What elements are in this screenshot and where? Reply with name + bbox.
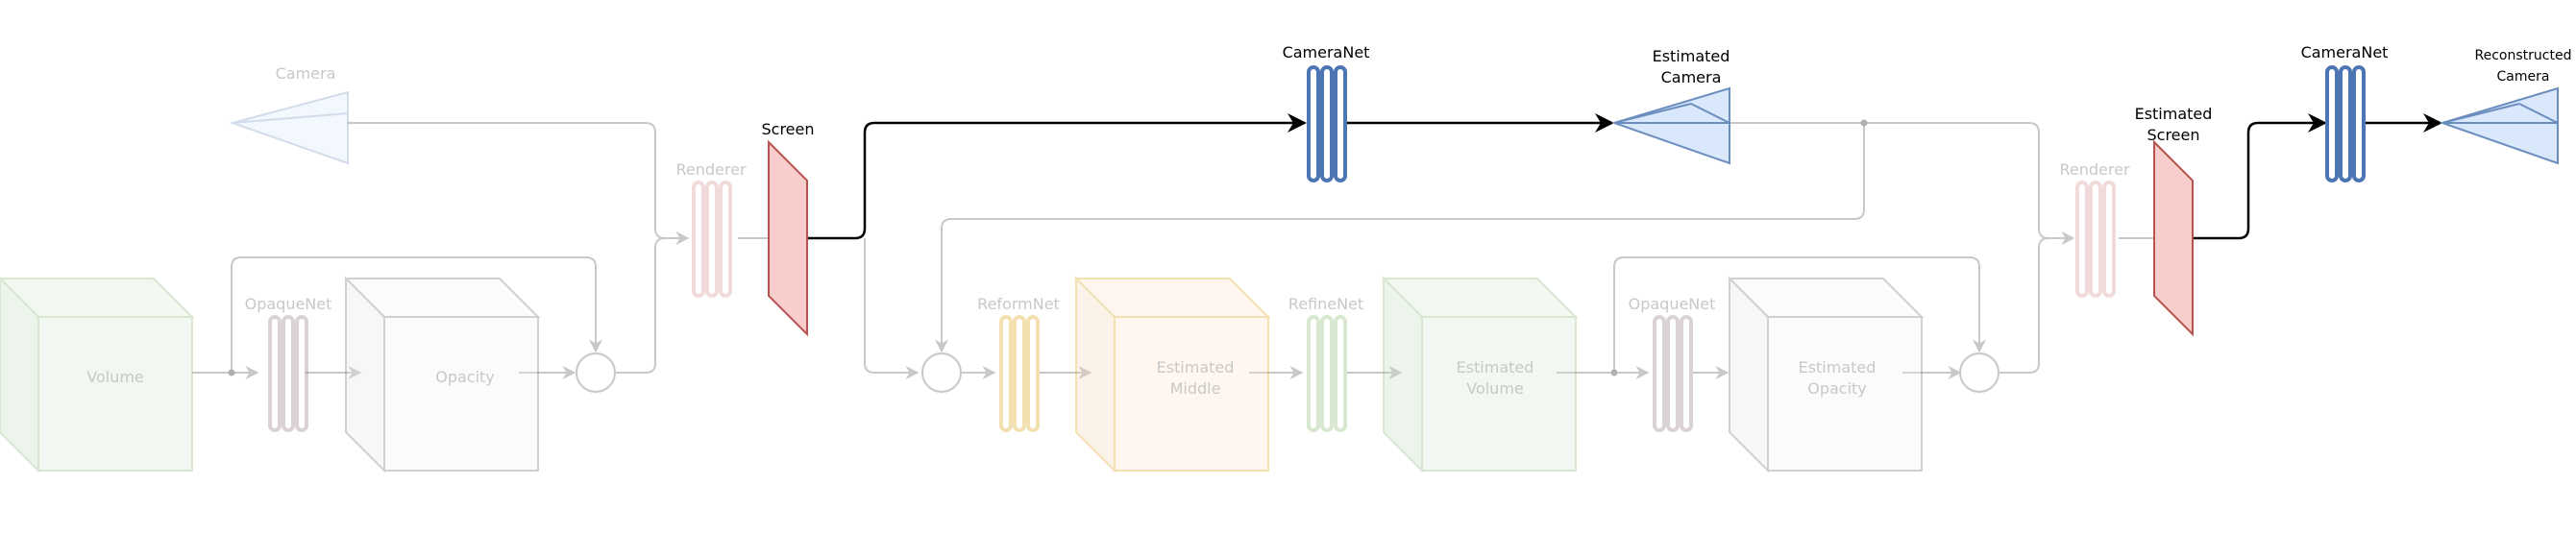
reconstructed-camera-shape [2439,86,2559,165]
opacity-cube [343,276,541,473]
junction-volume [228,369,235,376]
label-estimated-opacity-1: Estimated [1799,358,1877,376]
estimated-middle-cube [1073,276,1271,473]
estimated-camera-edge-1 [1613,103,1692,124]
connector-estcam-feed [2028,122,2075,245]
label-estimated-volume-2: Volume [1466,379,1524,398]
faded-nodes [0,90,2116,473]
connector-estvolume-branch [1613,256,1986,373]
label-estimated-camera-2: Camera [1661,68,1722,86]
renderer-1-block [692,181,732,298]
cameranet-2-block [2325,65,2366,182]
estimated-screen-shape [2153,139,2194,337]
label-estimated-volume-1: Estimated [1457,358,1534,376]
label-screen: Screen [761,120,814,138]
connector-combine3-renderer [1999,237,2049,374]
renderer-2-block [2075,181,2116,298]
estimated-camera-edge-2 [1690,103,1730,124]
label-opacity: Opacity [435,368,495,386]
label-estimated-camera-1: Estimated [1653,47,1730,65]
label-reconstructed-camera-1: Reconstructed [2475,48,2572,63]
active-connectors [807,113,2442,240]
screen-shape [768,139,808,337]
reconstructed-camera-edge-2 [2518,103,2559,124]
estimated-opacity-cube [1727,276,1925,473]
label-estimated-middle-2: Middle [1170,379,1221,398]
camera-shape [229,90,349,165]
label-estimated-screen-2: Screen [2147,126,2199,144]
connector-screen-to-cameranet [807,113,1307,240]
volume-cube [0,277,195,473]
label-camera: Camera [276,64,336,83]
label-volume: Volume [86,368,144,386]
cameranet-1-block [1307,65,1347,182]
label-opaquenet-2: OpaqueNet [1629,295,1716,313]
label-reformnet: ReformNet [977,295,1060,313]
refinenet-block [1307,315,1347,432]
label-estimated-screen-1: Estimated [2135,105,2213,123]
faded-connectors [192,122,2175,379]
label-estimated-middle-1: Estimated [1157,358,1235,376]
label-estimated-opacity-2: Opacity [1807,379,1867,398]
combine-node-3 [1959,352,1999,393]
connector-estscreen-to-cameranet2 [2193,113,2327,240]
label-renderer-1: Renderer [675,160,746,179]
opaquenet-2-block [1653,315,1693,432]
label-reconstructed-camera-2: Camera [2497,69,2550,85]
label-cameranet-2: CameraNet [2301,43,2389,61]
camera-shape-edge [232,112,349,124]
estimated-camera-shape [1610,86,1730,165]
connector-estcam-branch [935,123,1865,353]
reformnet-block [999,315,1040,432]
connector-screen-branch [864,238,920,379]
estimated-volume-cube [1381,276,1579,473]
reconstructed-camera-edge-1 [2441,103,2520,124]
connector-camera-feed [348,122,690,245]
label-opaquenet-1: OpaqueNet [245,295,332,313]
combine-node-1 [576,352,616,393]
label-cameranet-1: CameraNet [1283,43,1370,61]
connector-combine-renderer [616,237,666,374]
junction-dots [228,119,1868,376]
label-refinenet: RefineNet [1288,295,1363,313]
opaquenet-1-block [268,315,308,432]
combine-node-2 [921,352,962,393]
connector-volume-branch [231,256,602,373]
junction-estvolume [1610,369,1618,376]
junction-estcam [1860,119,1868,127]
label-renderer-2: Renderer [2059,160,2129,179]
